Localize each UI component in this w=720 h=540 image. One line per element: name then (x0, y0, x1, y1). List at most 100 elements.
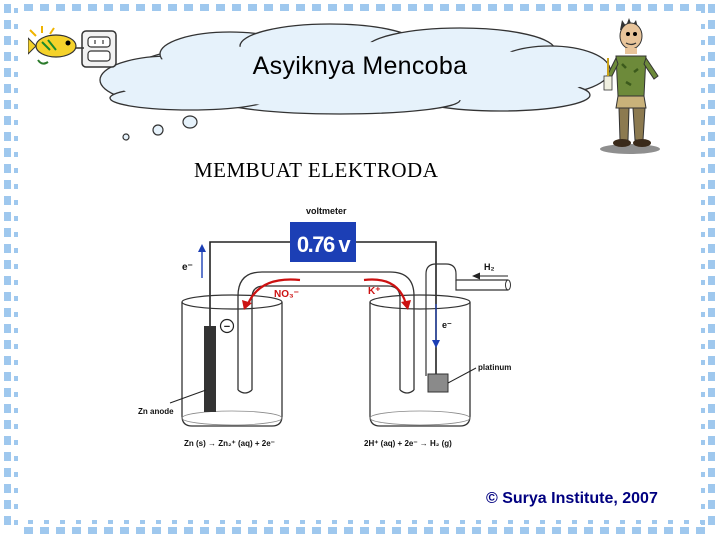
border-dash (701, 136, 705, 141)
border-dash (232, 527, 241, 534)
border-dash (248, 527, 257, 534)
border-dash (708, 132, 715, 141)
border-dash (701, 280, 705, 285)
border-dash (4, 420, 11, 429)
border-dash (708, 84, 715, 93)
border-dash (708, 244, 715, 253)
border-dash (14, 424, 18, 429)
border-dash (652, 520, 657, 524)
border-dash (708, 4, 715, 13)
border-dash (56, 527, 65, 534)
border-dash (168, 527, 177, 534)
border-dash (708, 180, 715, 189)
border-dash (701, 440, 705, 445)
border-dash (4, 244, 11, 253)
border-dash (696, 4, 705, 11)
border-dash (360, 4, 369, 11)
border-dash (14, 408, 18, 413)
border-dash (701, 168, 705, 173)
border-dash (664, 527, 673, 534)
border-dash (708, 276, 715, 285)
border-dash (708, 436, 715, 445)
anode-label: Zn anode (138, 407, 174, 416)
border-dash (684, 520, 689, 524)
border-dash (376, 4, 385, 11)
border-dash (264, 4, 273, 11)
border-dash (104, 527, 113, 534)
border-dash (536, 4, 545, 11)
border-dash (200, 527, 209, 534)
border-dash (600, 4, 609, 11)
border-dash (701, 184, 705, 189)
border-dash (701, 200, 705, 205)
border-dash (708, 308, 715, 317)
border-dash (14, 376, 18, 381)
border-dash (296, 527, 305, 534)
border-dash (14, 72, 18, 77)
border-dash (4, 388, 11, 397)
border-dash (696, 527, 705, 534)
border-dash (14, 56, 18, 61)
border-dash (476, 520, 481, 524)
border-dash (14, 232, 18, 237)
border-dash (604, 520, 609, 524)
border-dash (72, 4, 81, 11)
border-dash (120, 527, 129, 534)
border-dash (4, 36, 11, 45)
border-dash (708, 484, 715, 493)
border-dash (456, 527, 465, 534)
thought-cloud (99, 23, 611, 141)
border-dash (4, 20, 11, 29)
border-dash (708, 116, 715, 125)
border-dash (88, 4, 97, 11)
border-dash (4, 228, 11, 237)
border-dash (664, 4, 673, 11)
border-dash (572, 520, 577, 524)
beaker-right (369, 302, 471, 427)
border-dash (708, 164, 715, 173)
border-dash (668, 520, 673, 524)
border-dash (168, 4, 177, 11)
border-dash (300, 520, 305, 524)
border-dash (88, 527, 97, 534)
border-dash (584, 4, 593, 11)
border-dash (60, 520, 65, 524)
border-dash (4, 68, 11, 77)
border-dash (444, 520, 449, 524)
border-dash (4, 500, 11, 509)
border-dash (296, 4, 305, 11)
border-dash (184, 4, 193, 11)
nitrate-arrow (242, 300, 252, 310)
border-dash (184, 527, 193, 534)
border-dash (552, 4, 561, 11)
section-heading: MEMBUAT ELEKTRODA (194, 158, 439, 182)
border-dash (268, 520, 273, 524)
border-dash (636, 520, 641, 524)
border-dash (216, 4, 225, 11)
border-dash (136, 4, 145, 11)
voltmeter-display (290, 222, 356, 262)
border-dash (14, 264, 18, 269)
border-dash (708, 228, 715, 237)
border-dash (701, 504, 705, 509)
border-dash (248, 4, 257, 11)
border-dash (700, 520, 705, 524)
border-dash (312, 527, 321, 534)
border-dash (264, 527, 273, 534)
potassium-ion-label: K⁺ (368, 286, 381, 297)
border-dash (140, 520, 145, 524)
border-dash (14, 168, 18, 173)
border-dash (14, 248, 18, 253)
border-dash (408, 527, 417, 534)
electron-label-right: e⁻ (442, 320, 452, 330)
border-dash (14, 40, 18, 45)
border-dash (4, 84, 11, 93)
border-dash (616, 4, 625, 11)
border-dash (14, 88, 18, 93)
border-dash (632, 527, 641, 534)
border-dash (616, 527, 625, 534)
border-dash (472, 527, 481, 534)
border-dash (396, 520, 401, 524)
border-dash (648, 527, 657, 534)
